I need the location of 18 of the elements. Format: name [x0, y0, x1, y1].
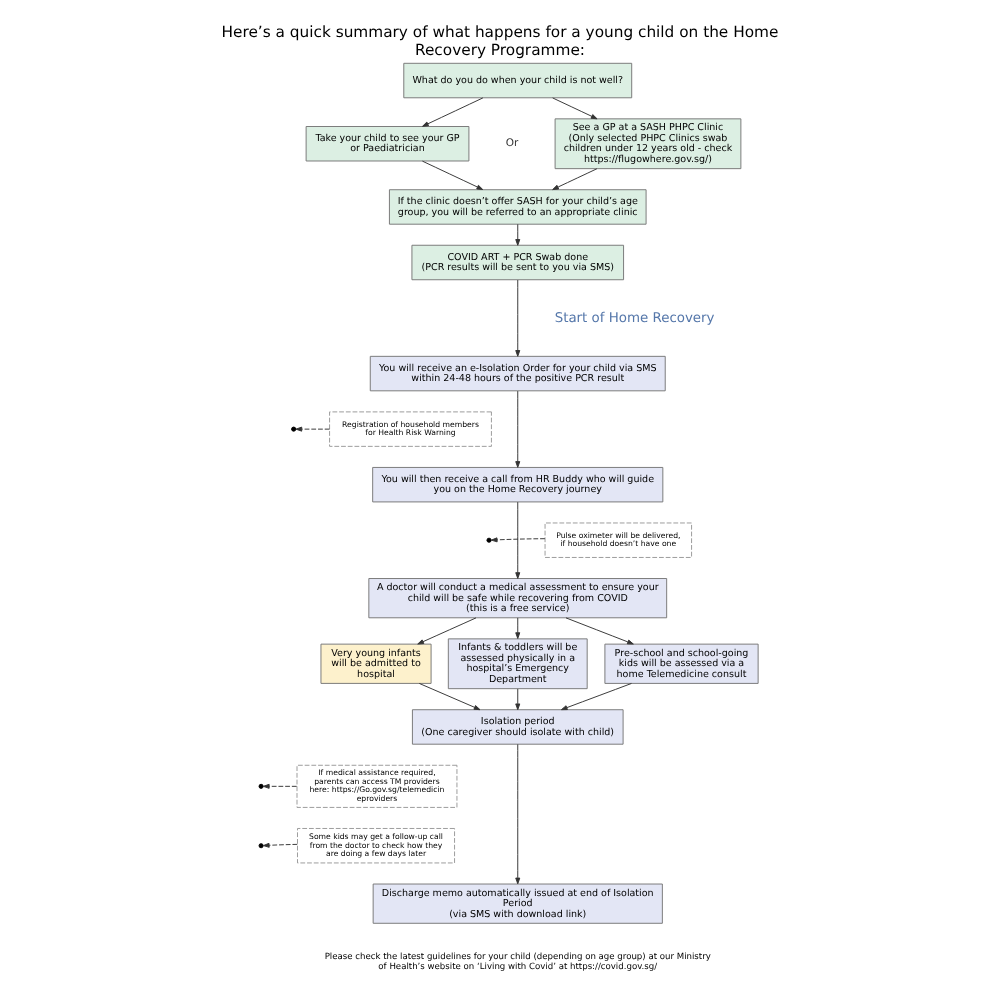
arrow [515, 688, 521, 711]
arrow [515, 223, 521, 246]
arrow [515, 743, 521, 885]
arrow [295, 426, 330, 432]
arrow [422, 97, 484, 127]
arrow [490, 537, 546, 543]
arrow [552, 97, 598, 120]
arrow [417, 617, 477, 645]
arrow [418, 682, 481, 711]
arrow [515, 390, 521, 468]
arrow [515, 617, 521, 639]
arrow [552, 168, 598, 191]
arrow [515, 501, 521, 579]
arrow [262, 842, 298, 848]
arrow [262, 783, 298, 789]
arrow [560, 682, 632, 711]
arrow [421, 160, 484, 190]
arrow [515, 279, 521, 357]
